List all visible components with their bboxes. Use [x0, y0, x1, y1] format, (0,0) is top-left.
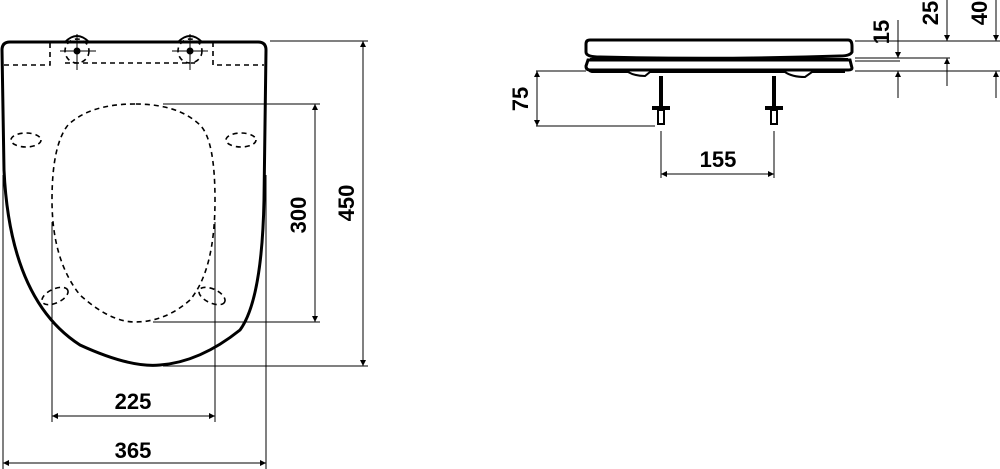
hinge-hole-right-icon [186, 47, 194, 55]
dim-label-75: 75 [508, 87, 533, 111]
dim-label-155: 155 [700, 147, 737, 172]
dim-label-15: 15 [869, 20, 894, 44]
dim-label-25: 25 [918, 1, 943, 25]
hinge-hole-left-icon [73, 47, 81, 55]
hinge-bolt-left [652, 76, 670, 125]
inner-opening [51, 103, 216, 323]
underside [588, 69, 845, 79]
dim-label-300: 300 [286, 197, 311, 234]
dim-label-225: 225 [115, 389, 152, 414]
dim-label-40: 40 [967, 1, 992, 25]
dim-label-450: 450 [334, 185, 359, 222]
buffer-bottom-left [41, 286, 69, 306]
seat-outline [0, 40, 268, 367]
seat-profile [584, 58, 854, 72]
hinge-right [172, 34, 208, 70]
lid-profile [584, 38, 854, 60]
hinge-recess [4, 42, 264, 66]
buffer-top-right [225, 132, 257, 148]
top-view: 225 365 300 450 [0, 34, 368, 469]
hinge-bolt-right [765, 76, 783, 125]
side-view: 75 155 15 25 40 [508, 0, 1000, 178]
buffer-top-left [10, 132, 42, 148]
hinge-left [60, 34, 96, 70]
buffer-bottom-right [198, 286, 226, 306]
dim-label-365: 365 [115, 438, 152, 463]
